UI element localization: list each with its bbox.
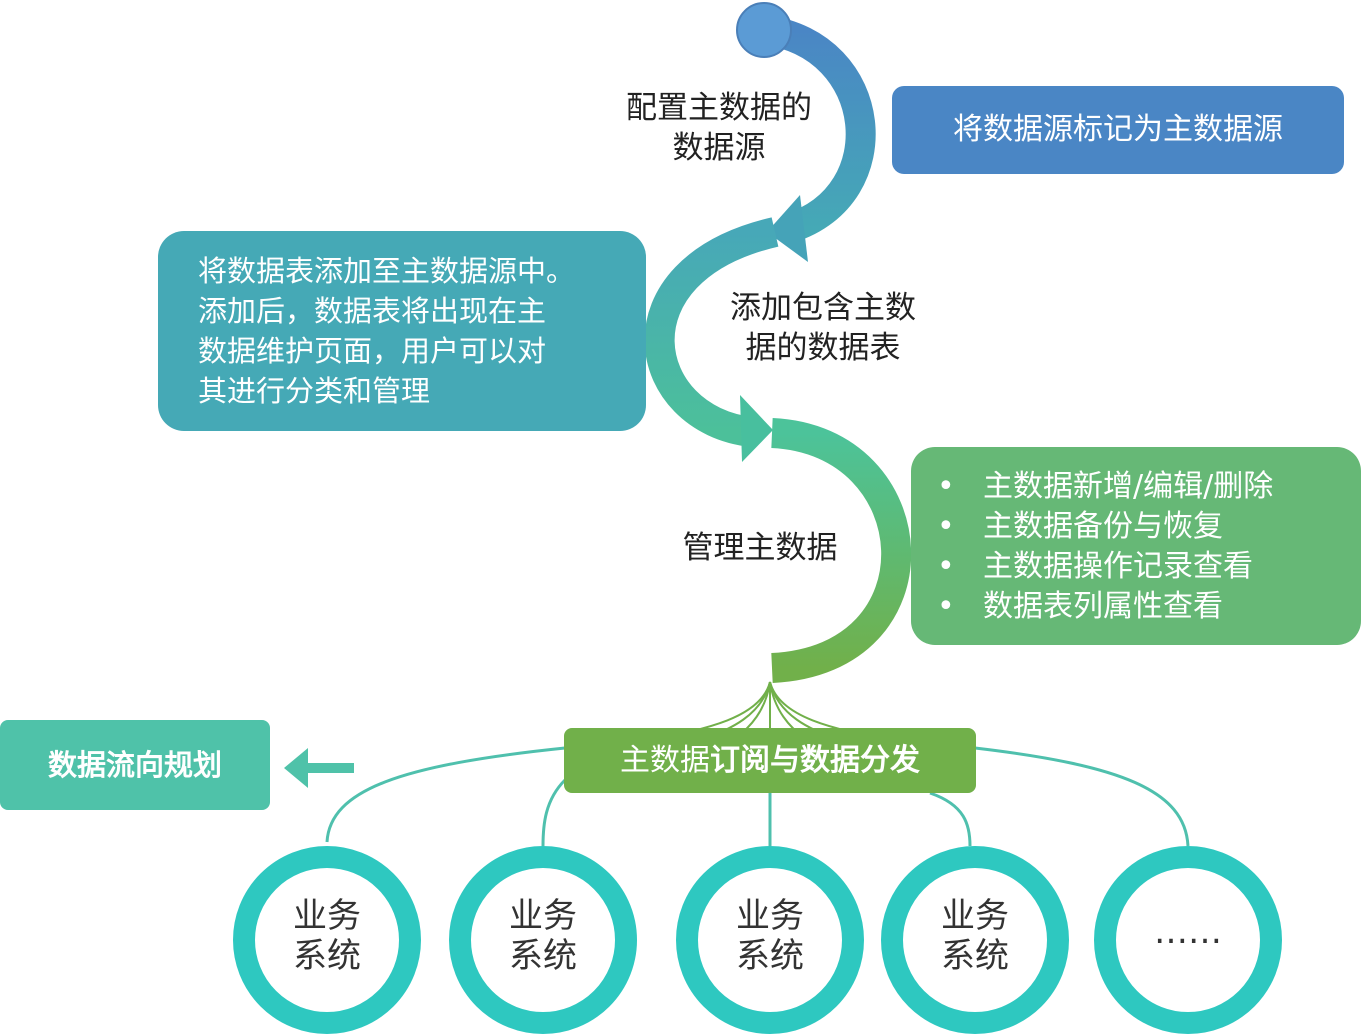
distribution-bold: 订阅与数据分发 — [710, 743, 920, 778]
step2-note-line: 添加后，数据表将出现在主 — [198, 294, 547, 328]
step1-note-text: 将数据源标记为主数据源 — [953, 112, 1283, 147]
system-line1: 业务 — [509, 896, 577, 936]
step2-label: 添加包含主数 据的数据表 — [698, 288, 948, 368]
system-ring — [676, 846, 864, 1034]
step2-note: 将数据表添加至主数据源中。 添加后，数据表将出现在主 数据维护页面，用户可以对 … — [158, 231, 646, 431]
bullet-text: 主数据新增/编辑/删除 — [983, 469, 1274, 504]
distribution-box: 主数据订阅与数据分发 — [564, 728, 976, 793]
bullet-item: • 主数据操作记录查看 — [911, 547, 1361, 587]
flow-arc-1 — [762, 15, 876, 243]
system-rings — [233, 846, 1282, 1034]
bullet-text: 数据表列属性查看 — [983, 589, 1223, 624]
system-line1: 业务 — [293, 896, 361, 936]
system-connectors — [325, 746, 1190, 847]
step1-note: 将数据源标记为主数据源 — [892, 86, 1344, 174]
business-system-4: 业务 系统 — [905, 896, 1045, 976]
business-system-3: 业务 系统 — [700, 896, 840, 976]
start-dot — [736, 2, 792, 58]
flow-arc-3 — [770, 418, 912, 683]
bullet-text: 主数据备份与恢复 — [983, 509, 1223, 544]
bullet-dot-icon: • — [937, 509, 955, 544]
system-line2: 系统 — [293, 936, 361, 976]
system-line1: 业务 — [941, 896, 1009, 936]
bullet-dot-icon: • — [937, 589, 955, 624]
step2-note-line: 其进行分类和管理 — [198, 374, 431, 408]
system-line2: 系统 — [736, 936, 804, 976]
bullet-item: • 数据表列属性查看 — [911, 587, 1361, 627]
bullet-dot-icon: • — [937, 549, 955, 584]
left-arrow-head — [284, 748, 308, 788]
distribution-prefix: 主数据 — [620, 743, 710, 778]
bullet-item: • 主数据新增/编辑/删除 — [911, 467, 1361, 507]
step2-note-line: 将数据表添加至主数据源中。 — [198, 254, 576, 288]
step2-note-line: 数据维护页面，用户可以对 — [198, 334, 547, 368]
flow-planning-text: 数据流向规划 — [47, 748, 222, 782]
business-system-more: …… — [1118, 912, 1258, 952]
step2-label-line2: 据的数据表 — [745, 330, 901, 366]
system-line2: 系统 — [941, 936, 1009, 976]
system-ring — [233, 846, 421, 1034]
flow-arrowhead-2 — [740, 395, 773, 462]
system-line1: 业务 — [736, 896, 804, 936]
flow-planning-box: 数据流向规划 — [0, 720, 270, 810]
flow-arrowhead-1 — [767, 195, 808, 262]
system-ring — [1094, 846, 1282, 1034]
bullet-item: • 主数据备份与恢复 — [911, 507, 1361, 547]
flow-arc-2 — [644, 217, 779, 447]
system-line2: 系统 — [509, 936, 577, 976]
bullet-text: 主数据操作记录查看 — [983, 549, 1253, 584]
step1-label-line1: 配置主数据的 — [626, 90, 812, 126]
system-ring — [449, 846, 637, 1034]
system-ellipsis: …… — [1154, 912, 1222, 952]
step3-label: 管理主数据 — [650, 528, 870, 568]
step3-bullet-box: • 主数据新增/编辑/删除 • 主数据备份与恢复 • 主数据操作记录查看 • 数据表列属… — [911, 447, 1361, 645]
system-ring — [881, 846, 1069, 1034]
business-system-2: 业务 系统 — [473, 896, 613, 976]
step2-label-line1: 添加包含主数 — [730, 290, 916, 326]
step1-label-line2: 数据源 — [672, 130, 766, 166]
step3-label-text: 管理主数据 — [682, 530, 838, 566]
left-arrow-shaft — [308, 763, 354, 773]
step1-label: 配置主数据的 数据源 — [596, 88, 842, 168]
bullet-dot-icon: • — [937, 469, 955, 504]
business-system-1: 业务 系统 — [257, 896, 397, 976]
step3-bullet-list: • 主数据新增/编辑/删除 • 主数据备份与恢复 • 主数据操作记录查看 • 数据表列属… — [911, 467, 1361, 627]
